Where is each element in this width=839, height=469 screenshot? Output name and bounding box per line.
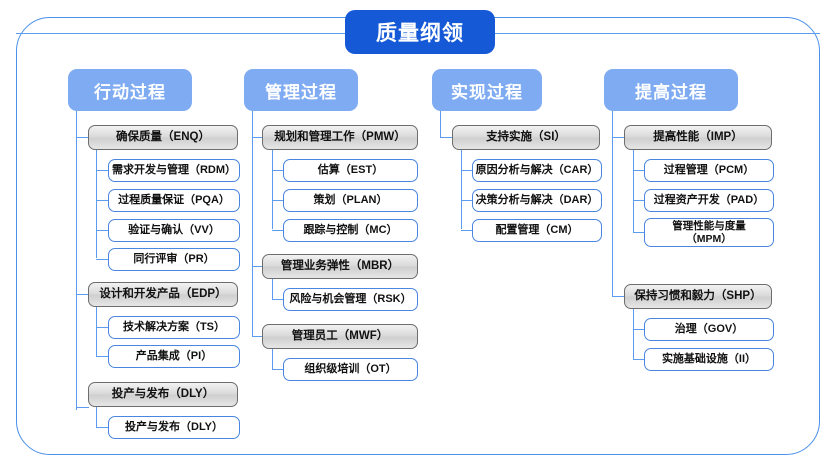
group-stub-2-0 [440,137,453,139]
root-title: 质量纲领 [345,10,495,54]
group-trunk-1-2 [272,349,274,370]
group-stub-3-1 [612,296,625,298]
group-stub-1-1 [252,266,263,268]
group-stub-0-1 [76,294,89,296]
child-box-2-0-2[interactable]: 配置管理（CM） [472,219,602,242]
child-box-3-0-2[interactable]: 管理性能与度量 （MPM） [644,218,774,247]
child-box-0-1-0[interactable]: 技术解决方案（TS） [108,316,240,339]
child-box-2-0-0[interactable]: 原因分析与解决（CAR） [472,159,602,182]
child-box-3-1-0[interactable]: 治理（GOV） [644,318,774,341]
child-stub-0-0-0 [96,170,109,172]
group-box-2-0[interactable]: 支持实施（SI） [452,125,600,150]
group-box-0-2[interactable]: 投产与发布（DLY） [88,382,238,407]
child-stub-2-0-0 [461,170,473,172]
child-box-2-0-1[interactable]: 决策分析与解决（DAR） [472,189,602,212]
child-stub-3-1-0 [633,329,645,331]
column-header-1[interactable]: 管理过程 [244,69,358,111]
group-trunk-0-0 [96,150,98,258]
child-stub-1-2-0 [272,369,284,371]
child-stub-2-0-1 [461,200,473,202]
group-box-0-0[interactable]: 确保质量（ENQ） [88,125,238,150]
group-stub-0-2 [76,407,89,409]
child-stub-0-0-1 [96,200,109,202]
group-box-1-0[interactable]: 规划和管理工作（PMW） [262,125,418,150]
group-trunk-0-1 [96,307,98,356]
group-stub-3-0 [612,137,625,139]
child-box-0-0-1[interactable]: 过程质量保证（PQA） [108,189,240,212]
child-box-1-0-0[interactable]: 估算（EST） [283,159,418,182]
group-box-0-1[interactable]: 设计和开发产品（EDP） [88,282,238,307]
child-stub-2-0-2 [461,230,473,232]
column-trunk-1 [252,111,254,337]
child-stub-3-1-1 [633,359,645,361]
child-stub-3-0-0 [633,170,645,172]
child-box-0-0-2[interactable]: 验证与确认（VV） [108,219,240,242]
group-box-3-0[interactable]: 提高性能（IMP） [624,125,772,150]
column-header-3[interactable]: 提高过程 [604,69,738,111]
child-box-3-0-0[interactable]: 过程管理（PCM） [644,159,774,182]
group-trunk-0-2 [96,407,98,428]
child-box-1-0-1[interactable]: 策划（PLAN） [283,189,418,212]
group-stub-1-2 [252,336,263,338]
group-box-3-1[interactable]: 保持习惯和毅力（SHP） [624,284,772,309]
root-spine-right [494,33,820,35]
child-box-3-0-1[interactable]: 过程资产开发（PAD） [644,189,774,212]
group-trunk-3-0 [633,150,635,232]
child-stub-0-0-2 [96,230,109,232]
column-trunk-0 [76,111,78,410]
child-box-0-0-3[interactable]: 同行评审（PR） [108,248,240,271]
root-spine-left [16,33,346,35]
child-stub-3-0-2 [633,232,645,234]
group-stub-1-0 [252,137,263,139]
child-stub-1-0-2 [272,230,284,232]
column-trunk-3 [612,111,614,297]
child-stub-1-0-1 [272,200,284,202]
child-stub-1-1-0 [272,299,284,301]
group-trunk-1-0 [272,150,274,229]
column-header-0[interactable]: 行动过程 [68,69,192,111]
child-stub-0-2-0 [96,427,109,429]
child-box-0-2-0[interactable]: 投产与发布（DLY） [108,416,240,439]
group-trunk-1-1 [272,279,274,300]
child-stub-3-0-1 [633,200,645,202]
child-box-1-2-0[interactable]: 组织级培训（OT） [283,358,418,381]
column-trunk-2 [440,111,442,137]
column-header-2[interactable]: 实现过程 [432,69,542,111]
child-stub-0-1-1 [96,356,109,358]
child-box-0-1-1[interactable]: 产品集成（PI） [108,345,240,368]
group-box-1-1[interactable]: 管理业务弹性（MBR） [262,254,418,279]
child-stub-1-0-0 [272,170,284,172]
group-box-1-2[interactable]: 管理员工（MWF） [262,324,418,349]
child-box-3-1-1[interactable]: 实施基础设施（II） [644,348,774,371]
group-trunk-2-0 [461,150,463,229]
group-trunk-3-1 [633,309,635,359]
child-stub-0-0-3 [96,259,109,261]
group-stub-0-0 [76,137,89,139]
child-stub-0-1-0 [96,327,109,329]
child-box-1-0-2[interactable]: 跟踪与控制（MC） [283,219,418,242]
child-box-1-1-0[interactable]: 风险与机会管理（RSK） [283,288,418,311]
child-box-0-0-0[interactable]: 需求开发与管理（RDM） [108,159,240,182]
